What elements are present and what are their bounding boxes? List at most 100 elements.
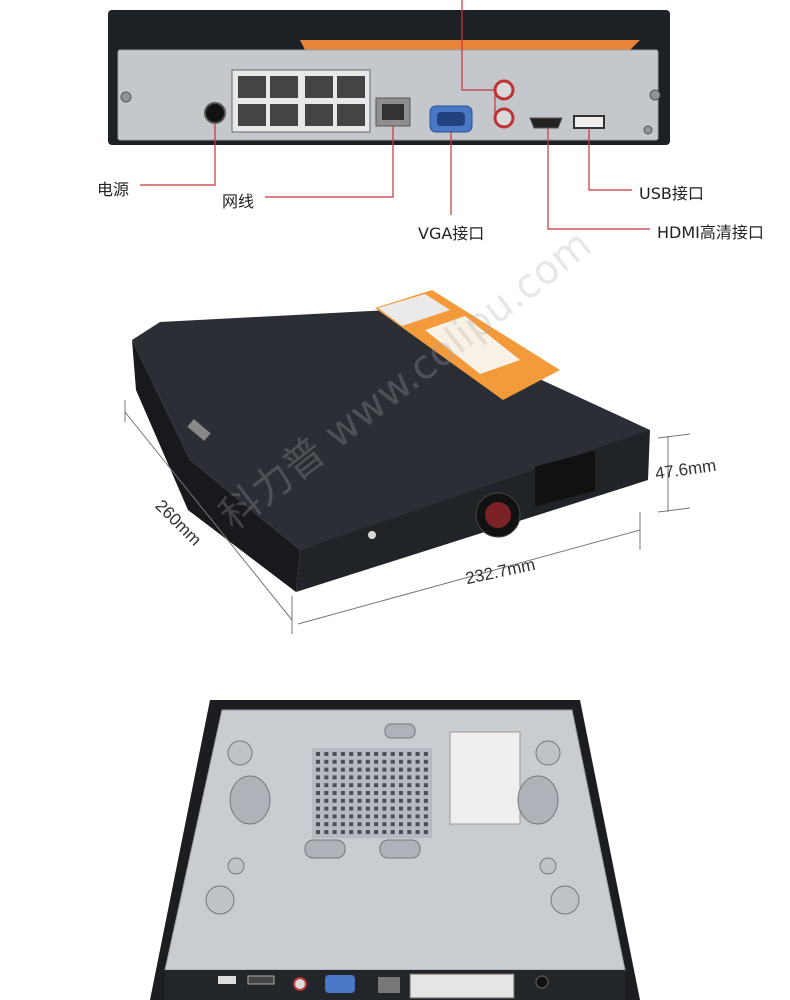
slot-icon [379, 839, 421, 859]
rear-panel-illustration [108, 0, 670, 230]
vent-hole [349, 822, 354, 827]
power-jack-icon [204, 102, 226, 124]
screw-icon [649, 89, 661, 101]
vent-hole [332, 759, 337, 764]
vent-hole [374, 791, 379, 795]
vent-hole [340, 791, 345, 795]
vent-hole [399, 822, 403, 827]
vent-hole [340, 830, 345, 834]
vent-hole [423, 798, 428, 803]
vent-hole [415, 806, 420, 811]
vent-hole [332, 752, 337, 756]
usb-port-icon [218, 976, 236, 984]
vent-hole [324, 783, 329, 788]
rj45-poe-ports [238, 76, 365, 126]
vent-hole [365, 806, 370, 811]
screw-icon [643, 125, 653, 135]
vent-hole [332, 822, 337, 827]
vga-label: VGA接口 [418, 224, 485, 243]
vent-hole [399, 775, 403, 780]
vent-hole [357, 775, 362, 780]
vent-hole [374, 830, 379, 834]
vent-grille [535, 450, 595, 507]
vent-hole [365, 791, 370, 795]
vent-hole [324, 752, 329, 756]
network-label: 网线 [222, 192, 255, 211]
vent-hole [357, 783, 362, 788]
vent-hole [316, 783, 320, 788]
audio-rca-port-icon [493, 107, 515, 129]
vent-hole [407, 814, 412, 819]
vent-hole [340, 752, 345, 756]
fan-hub [485, 502, 511, 528]
hdmi-callout-line [547, 128, 650, 230]
vent-hole [349, 814, 354, 819]
hdmi-port-icon [247, 975, 275, 985]
vent-hole [390, 775, 395, 780]
vent-hole [316, 775, 320, 780]
product-label-sticker [449, 731, 521, 825]
vent-hole [415, 791, 420, 795]
power-jack-icon [535, 975, 549, 989]
power-button-icon [368, 531, 376, 539]
brand-logo [187, 419, 211, 441]
vent-hole [390, 752, 395, 756]
foot-icon [205, 885, 235, 915]
vent-hole [365, 767, 370, 772]
screw-icon [120, 91, 132, 103]
vent-hole [340, 783, 345, 788]
vent-hole [423, 775, 428, 780]
vent-hole [382, 775, 387, 780]
vent-hole [357, 759, 362, 764]
vent-hole [399, 791, 403, 795]
vent-hole [332, 814, 337, 819]
vent-hole [382, 830, 387, 834]
vent-hole [316, 791, 320, 795]
vent-hole [407, 806, 412, 811]
audio-rca-port-icon [493, 79, 515, 101]
vent-hole [382, 752, 387, 756]
vent-hole [382, 806, 387, 811]
vent-hole [374, 798, 379, 803]
vent-hole [316, 767, 320, 772]
vent-hole [374, 814, 379, 819]
vent-hole [390, 806, 395, 811]
vent-hole [374, 752, 379, 756]
vent-hole [340, 759, 345, 764]
vent-hole [324, 791, 329, 795]
vent-hole [390, 783, 395, 788]
vent-hole [324, 759, 329, 764]
vent-hole [382, 783, 387, 788]
vent-hole [423, 767, 428, 772]
vent-hole [415, 798, 420, 803]
foot-icon [535, 740, 561, 766]
screw-hole-icon [539, 857, 557, 875]
vent-hole [349, 775, 354, 780]
chassis-front-face [132, 340, 300, 592]
usb-label: USB接口 [639, 184, 704, 203]
vent-hole [365, 752, 370, 756]
usb-callout-line [588, 128, 632, 191]
vent-hole [332, 806, 337, 811]
vent-hole [316, 814, 320, 819]
vent-hole [390, 767, 395, 772]
vent-hole [324, 798, 329, 803]
dimensions-section: 260mm 232.7mm 47.6mm 科力普 www.colipu.com [0, 221, 790, 680]
vent-hole [365, 822, 370, 827]
vent-hole [365, 775, 370, 780]
vent-hole [382, 791, 387, 795]
vent-hole [415, 814, 420, 819]
vent-hole [407, 822, 412, 827]
vent-hole [357, 830, 362, 834]
vent-hole [324, 767, 329, 772]
vent-hole [357, 798, 362, 803]
vent-hole [365, 783, 370, 788]
vent-hole [332, 775, 337, 780]
screw-hole-icon [227, 857, 245, 875]
vent-hole [390, 822, 395, 827]
nvr-perspective-illustration [124, 290, 691, 634]
width-dimension-line [297, 529, 641, 625]
mounting-hole-icon [229, 775, 271, 825]
vent-hole [332, 798, 337, 803]
vent-hole [407, 798, 412, 803]
